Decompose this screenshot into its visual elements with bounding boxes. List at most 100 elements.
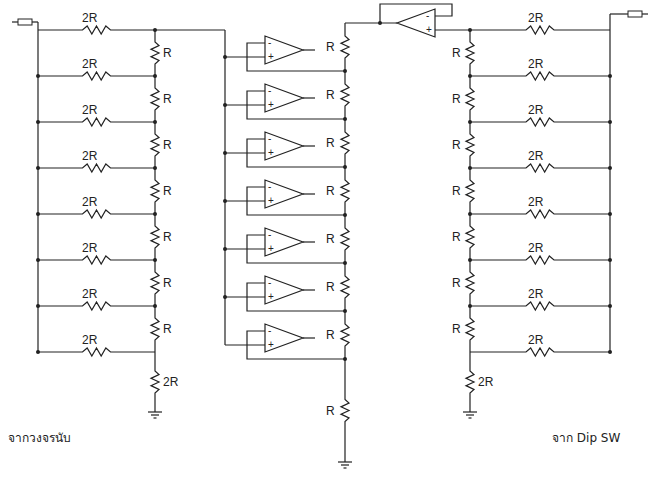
resistor-value: 2R bbox=[82, 150, 97, 162]
resistor-symbol bbox=[470, 26, 610, 34]
op-amp-symbol bbox=[265, 324, 303, 352]
junction-dot bbox=[36, 166, 40, 170]
junction-dot bbox=[153, 74, 157, 78]
resistor-symbol bbox=[341, 215, 349, 263]
resistor-value: R bbox=[452, 323, 461, 335]
wire bbox=[225, 56, 265, 57]
junction-dot bbox=[223, 295, 227, 299]
resistor-symbol bbox=[466, 260, 474, 306]
resistor-value: 2R bbox=[82, 288, 97, 300]
junction-dot bbox=[153, 212, 157, 216]
wire bbox=[303, 289, 315, 290]
wire bbox=[303, 97, 315, 98]
resistor-value: R bbox=[163, 139, 172, 151]
pin-sign: - bbox=[268, 182, 271, 192]
wire bbox=[303, 193, 315, 194]
wire bbox=[380, 4, 452, 23]
resistor-symbol bbox=[151, 122, 159, 168]
resistor-symbol bbox=[151, 306, 159, 352]
resistor-value: R bbox=[326, 41, 335, 53]
resistor-symbol bbox=[151, 260, 159, 306]
resistor-value: R bbox=[163, 323, 172, 335]
op-amp-symbol bbox=[265, 180, 303, 208]
resistor-value: 2R bbox=[528, 196, 543, 208]
resistor-symbol bbox=[38, 348, 155, 356]
wire bbox=[642, 13, 648, 14]
resistor-symbol bbox=[341, 311, 349, 359]
resistor-value: R bbox=[452, 47, 461, 59]
pin-sign: - bbox=[268, 230, 271, 240]
resistor-value: 2R bbox=[82, 196, 97, 208]
resistor-symbol bbox=[466, 168, 474, 214]
pin-sign: + bbox=[268, 196, 274, 206]
resistor-symbol bbox=[341, 359, 349, 462]
resistor-value: R bbox=[326, 137, 335, 149]
resistor-symbol bbox=[38, 118, 155, 126]
resistor-value: R bbox=[452, 277, 461, 289]
resistor-symbol bbox=[470, 256, 610, 264]
wire bbox=[338, 461, 352, 462]
resistor-value: R bbox=[326, 329, 335, 341]
resistor-symbol bbox=[151, 76, 159, 122]
junction-dot bbox=[223, 199, 227, 203]
junction-dot bbox=[468, 304, 472, 308]
resistor-symbol bbox=[151, 168, 159, 214]
resistor-symbol bbox=[38, 302, 155, 310]
junction-dot bbox=[468, 74, 472, 78]
resistor-symbol bbox=[470, 210, 610, 218]
resistor-value: 2R bbox=[528, 288, 543, 300]
wire bbox=[341, 464, 349, 465]
resistor-symbol bbox=[38, 164, 155, 172]
resistor-value: R bbox=[452, 139, 461, 151]
wire bbox=[37, 22, 38, 352]
resistor-value: R bbox=[163, 47, 172, 59]
wire bbox=[463, 411, 477, 412]
resistor-value: 2R bbox=[528, 58, 543, 70]
pin-sign: + bbox=[268, 292, 274, 302]
wire bbox=[610, 13, 628, 14]
junction-dot bbox=[468, 120, 472, 124]
resistor-value: R bbox=[326, 89, 335, 101]
wire bbox=[303, 145, 315, 146]
resistor-value: 2R bbox=[82, 104, 97, 116]
pin-sign: + bbox=[426, 25, 432, 35]
wire bbox=[225, 248, 265, 249]
junction-dot bbox=[36, 350, 40, 354]
pin-sign: - bbox=[268, 134, 271, 144]
resistor-value: 2R bbox=[478, 376, 493, 388]
junction-dot bbox=[36, 212, 40, 216]
wire bbox=[435, 29, 470, 30]
wire bbox=[303, 241, 315, 242]
resistor-symbol bbox=[341, 71, 349, 119]
junction-dot bbox=[468, 258, 472, 262]
resistor-value: 2R bbox=[82, 58, 97, 70]
resistor-value: R bbox=[326, 185, 335, 197]
pin-sign: - bbox=[268, 38, 271, 48]
resistor-value: R bbox=[452, 231, 461, 243]
op-amp-symbol bbox=[397, 9, 435, 37]
junction-dot bbox=[36, 120, 40, 124]
resistor-symbol bbox=[466, 306, 474, 352]
resistor-value: R bbox=[163, 231, 172, 243]
resistor-symbol bbox=[38, 210, 155, 218]
wire bbox=[303, 337, 315, 338]
op-amp-symbol bbox=[265, 84, 303, 112]
junction-dot bbox=[223, 55, 227, 59]
wire bbox=[155, 29, 225, 30]
pin-sign: + bbox=[268, 244, 274, 254]
resistor-symbol bbox=[466, 214, 474, 260]
pin-sign: + bbox=[268, 100, 274, 110]
resistor-symbol bbox=[466, 352, 474, 412]
resistor-value: 2R bbox=[528, 334, 543, 346]
resistor-symbol bbox=[151, 30, 159, 76]
resistor-symbol bbox=[151, 352, 159, 412]
junction-dot bbox=[223, 247, 227, 251]
pin-sign: + bbox=[268, 148, 274, 158]
resistor-symbol bbox=[151, 214, 159, 260]
resistor-value: 2R bbox=[528, 150, 543, 162]
junction-dot bbox=[153, 304, 157, 308]
wire bbox=[609, 14, 610, 352]
pin-sign: - bbox=[426, 11, 429, 21]
